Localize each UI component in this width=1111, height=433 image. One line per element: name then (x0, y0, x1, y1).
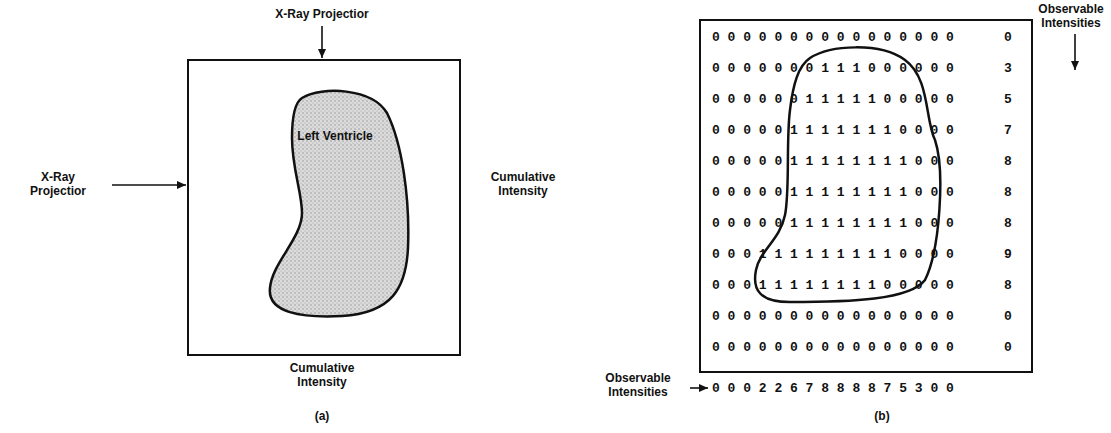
xray-arrow (112, 184, 186, 186)
panel-label: (a) (302, 410, 342, 424)
ventricle-outline (262, 88, 412, 318)
ventricle-shape: Left Ventricle (262, 88, 412, 318)
row-sum: 5 (1004, 92, 1020, 107)
table-cell: 0000011111110000 (712, 123, 962, 138)
grid-frame (700, 20, 1032, 372)
table-cell: 0000000111000000 (712, 61, 962, 76)
axis-label: X-Ray Projectior (262, 8, 382, 22)
table-cell: 0000001111100000 (712, 92, 962, 107)
table-cell: 0000000000000000 (712, 309, 962, 324)
table-cell: 0001111111100000 (712, 278, 962, 293)
axis-label: Cumulative Intensity (483, 171, 563, 199)
row-sum: 8 (1004, 278, 1020, 293)
row-sum: 0 (1004, 309, 1020, 324)
xray-arrow (321, 26, 323, 58)
column-sums: 0002267888875300 (712, 381, 962, 396)
axis-label: Observable Intensities (598, 372, 678, 400)
row-sum: 8 (1004, 216, 1020, 231)
projection-frame (188, 60, 460, 355)
structure-label: Left Ventricle (295, 130, 375, 144)
axis-label: Observable Intensities (1035, 3, 1107, 31)
panel-label: (b) (862, 410, 902, 424)
table-cell: 0000011111111000 (712, 154, 962, 169)
table-cell: 0000011111111000 (712, 216, 962, 231)
table-cell: 0001111111110000 (712, 247, 962, 262)
table-cell: 0000000000000000 (712, 340, 962, 355)
row-sum: 3 (1004, 61, 1020, 76)
row-sum: 0 (1004, 30, 1020, 45)
intensity-arrow (690, 387, 708, 389)
table-cell: 0000011111111000 (712, 185, 962, 200)
row-sum: 8 (1004, 154, 1020, 169)
axis-label: Cumulative Intensity (282, 362, 362, 390)
table-cell: 0000000000000000 (712, 30, 962, 45)
row-sum: 0 (1004, 340, 1020, 355)
intensity-arrow (1074, 34, 1076, 70)
row-sum: 8 (1004, 185, 1020, 200)
ventricle-outline (755, 47, 940, 302)
row-sum: 9 (1004, 247, 1020, 262)
axis-label: X-Ray Projectior (19, 171, 97, 199)
row-sum: 7 (1004, 123, 1020, 138)
